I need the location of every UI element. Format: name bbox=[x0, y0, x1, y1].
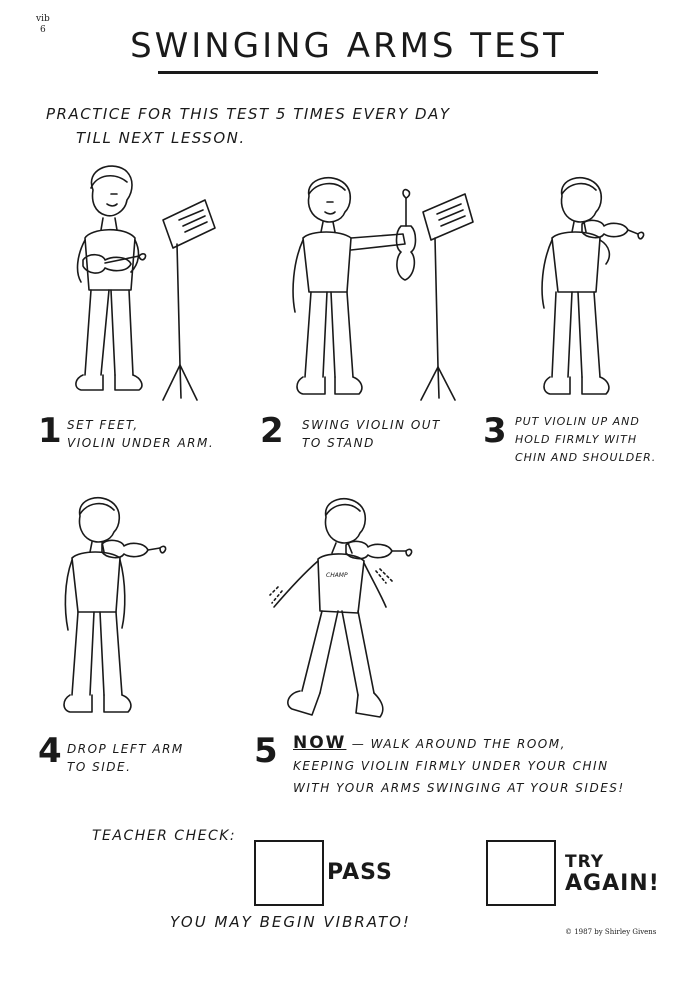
figure-1-violin-under-arm bbox=[75, 165, 216, 401]
step-5-text: NOW — WALK AROUND THE ROOM, KEEPING VIOL… bbox=[293, 734, 625, 797]
figure-2-swing-violin-out bbox=[292, 176, 474, 401]
step-1-line-2: VIOLIN UNDER ARM. bbox=[67, 436, 215, 450]
step-5-line-1-rest: — WALK AROUND THE ROOM, bbox=[351, 737, 566, 751]
page-code: vib 6 bbox=[36, 14, 50, 36]
step-4-number: 4 bbox=[38, 731, 62, 771]
intro-instructions: PRACTICE FOR THIS TEST 5 TIMES EVERY DAY… bbox=[46, 102, 451, 150]
shirt-champ-text: CHAMP bbox=[326, 572, 348, 579]
page-title: SWINGING ARMS TEST bbox=[130, 26, 567, 66]
step-2-text: SWING VIOLIN OUT TO STAND bbox=[302, 416, 441, 452]
step-1-text: SET FEET, VIOLIN UNDER ARM. bbox=[67, 416, 214, 452]
try-again-line-1: TRY bbox=[565, 852, 605, 872]
figure-4-drop-left-arm bbox=[63, 496, 167, 713]
copyright-notice: © 1987 by Shirley Givens bbox=[565, 928, 657, 936]
step-5-now-emphasis: NOW bbox=[293, 733, 347, 753]
step-4-text: DROP LEFT ARM TO SIDE. bbox=[67, 740, 184, 776]
try-again-checkbox[interactable] bbox=[486, 840, 556, 906]
step-3-text: PUT VIOLIN UP AND HOLD FIRMLY WITH CHIN … bbox=[515, 413, 656, 467]
page-code-number: 6 bbox=[40, 25, 46, 35]
title-underline bbox=[158, 71, 598, 74]
pass-label: PASS bbox=[327, 860, 393, 885]
closing-message: YOU MAY BEGIN VIBRATO! bbox=[170, 913, 411, 931]
step-4-line-2: TO SIDE. bbox=[67, 760, 132, 774]
step-5-number: 5 bbox=[254, 731, 278, 771]
step-3-line-2: HOLD FIRMLY WITH bbox=[515, 433, 638, 446]
page-code-series: vib bbox=[36, 14, 50, 24]
step-5-line-3: WITH YOUR ARMS SWINGING AT YOUR SIDES! bbox=[293, 781, 625, 795]
step-4-line-1: DROP LEFT ARM bbox=[67, 742, 184, 756]
step-2-line-2: TO STAND bbox=[302, 436, 375, 450]
step-1-line-1: SET FEET, bbox=[67, 418, 139, 432]
step-1-number: 1 bbox=[38, 411, 62, 451]
step-3-number: 3 bbox=[483, 411, 507, 451]
figure-3-violin-under-chin bbox=[541, 176, 645, 395]
try-again-label: TRY AGAIN! bbox=[565, 851, 660, 895]
step-3-line-3: CHIN AND SHOULDER. bbox=[515, 451, 657, 464]
step-2-number: 2 bbox=[260, 411, 284, 451]
step-5-line-2: KEEPING VIOLIN FIRMLY UNDER YOUR CHIN bbox=[293, 759, 609, 773]
figure-5-walking-with-violin: CHAMP bbox=[269, 497, 413, 718]
step-2-line-1: SWING VIOLIN OUT bbox=[302, 418, 441, 432]
intro-line-1: PRACTICE FOR THIS TEST 5 TIMES EVERY DAY bbox=[46, 105, 451, 123]
intro-line-2: TILL NEXT LESSON. bbox=[76, 129, 246, 147]
step-3-line-1: PUT VIOLIN UP AND bbox=[515, 415, 640, 428]
pass-checkbox[interactable] bbox=[254, 840, 324, 906]
teacher-check-label: TEACHER CHECK: bbox=[92, 828, 237, 844]
step-5-line-1: NOW — WALK AROUND THE ROOM, bbox=[293, 734, 625, 753]
try-again-line-2: AGAIN! bbox=[565, 871, 660, 896]
